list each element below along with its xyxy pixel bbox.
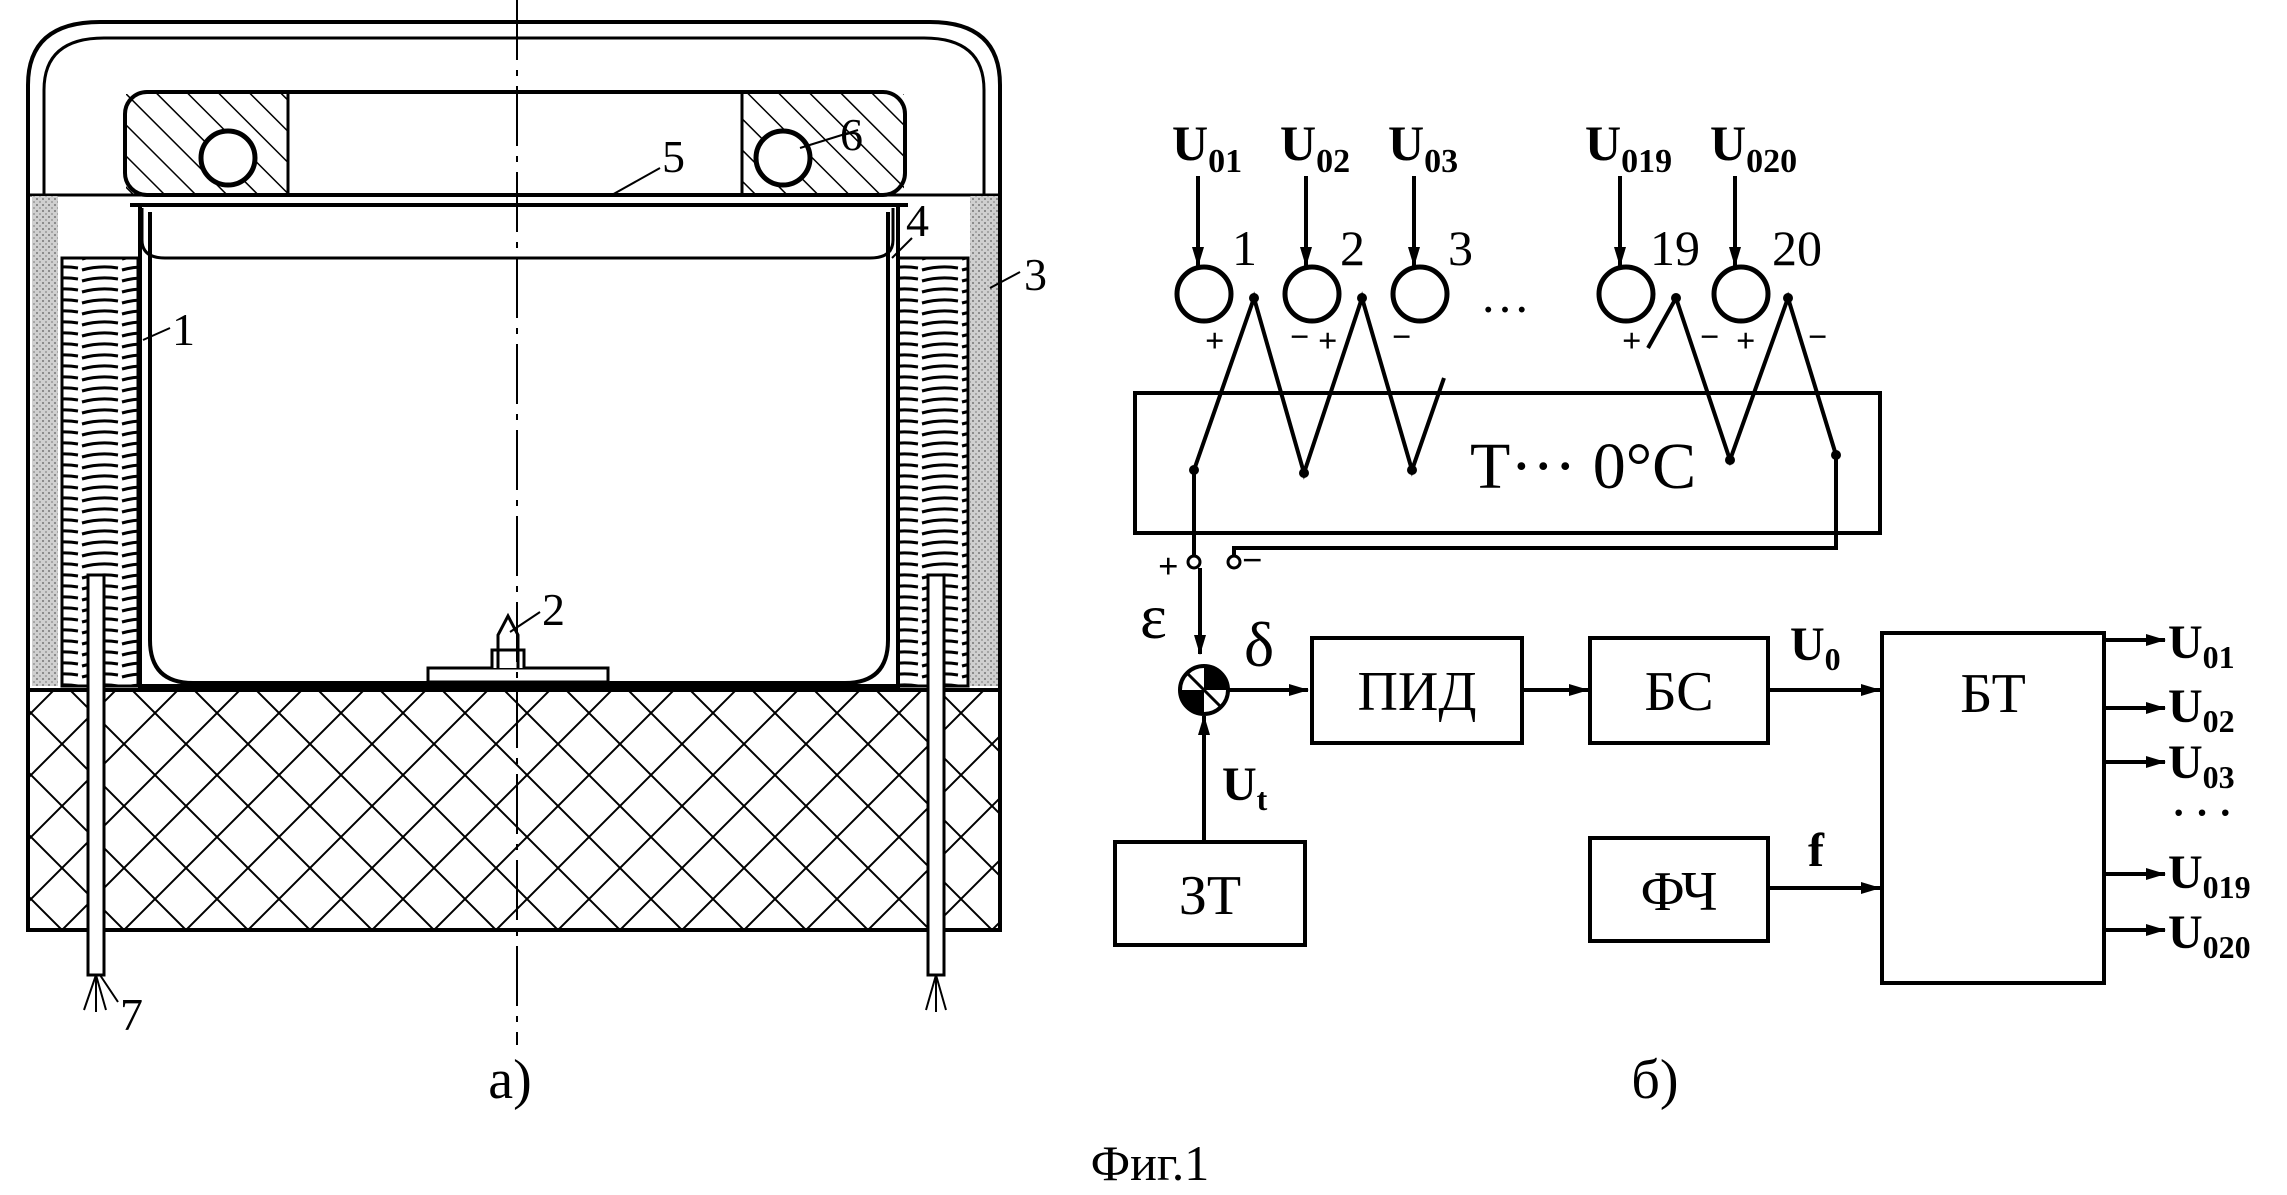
thermocouple-20: [1714, 267, 1768, 321]
f-label: f: [1808, 824, 1825, 877]
label-5: 5: [662, 131, 685, 182]
bs-block-label: БС: [1644, 661, 1713, 723]
lead-tube-left: [88, 575, 104, 975]
zt-block-label: ЗТ: [1179, 865, 1241, 927]
polarity-sign: −: [1392, 319, 1411, 356]
input-voltage: U03: [1388, 115, 1458, 180]
label-6: 6: [840, 109, 863, 160]
input-voltage: U02: [1280, 115, 1350, 180]
ut-label: Ut: [1222, 758, 1268, 817]
output-voltage: U02: [2168, 680, 2235, 739]
polarity-sign: +: [1622, 323, 1641, 360]
part-b-block-diagram: U01 U02 U03 U019 U020 1 2 3 19 20 … + − …: [1115, 115, 2251, 1111]
polarity-sign: −: [1290, 319, 1309, 356]
thermocouple-number: 2: [1340, 220, 1365, 276]
sub-caption-a: а): [488, 1049, 532, 1111]
base-block: [28, 690, 1000, 930]
u0-label: U0: [1790, 618, 1841, 677]
polarity-sign: +: [1318, 323, 1337, 360]
label-7: 7: [120, 989, 143, 1040]
output-voltage-labels: U01 U02 U03 · · · U019 U020: [2168, 616, 2251, 965]
terminal-plus: +: [1158, 546, 1179, 586]
label-2: 2: [542, 584, 565, 635]
terminal-minus: −: [1242, 540, 1263, 580]
output-voltage: U03: [2168, 736, 2235, 795]
thermocouple-number: 19: [1650, 220, 1700, 276]
label-3: 3: [1024, 249, 1047, 300]
insulation-left: [32, 196, 58, 686]
part-a-cross-section: 1 2 3 4 5 6 7 а): [28, 0, 1047, 1111]
thermocouple-number: 3: [1448, 220, 1473, 276]
label-4: 4: [906, 195, 929, 246]
output-voltage: U019: [2168, 846, 2251, 905]
pid-block-label: ПИД: [1357, 661, 1476, 723]
bt-block-label: БТ: [1960, 663, 2026, 725]
insulation-right: [970, 196, 998, 686]
thermocouple-1: [1177, 267, 1231, 321]
thermocouple-number: 20: [1772, 220, 1822, 276]
output-voltage: U01: [2168, 616, 2235, 675]
figure-caption: Фиг.1: [1091, 1135, 1210, 1191]
output-voltage: U020: [2168, 906, 2251, 965]
summator: [1180, 666, 1228, 714]
polarity-sign: −: [1808, 319, 1827, 356]
seal-ring-left: [201, 131, 255, 185]
thermocouple-number: 1: [1232, 220, 1257, 276]
seal-ring-right: [756, 131, 810, 185]
bath-temperature-label: T··· 0°C: [1470, 430, 1696, 503]
input-voltage: U019: [1585, 115, 1672, 180]
thermocouple-19: [1599, 267, 1653, 321]
sub-caption-b: б): [1631, 1049, 1678, 1111]
epsilon-label: ε: [1140, 581, 1167, 652]
input-voltage-labels: U01 U02 U03 U019 U020: [1172, 115, 1797, 180]
thermocouple-ellipsis: …: [1480, 267, 1530, 323]
polarity-sign: +: [1736, 323, 1755, 360]
delta-label: δ: [1244, 609, 1274, 680]
label-1: 1: [172, 304, 195, 355]
polarity-sign: +: [1205, 323, 1224, 360]
output-ellipsis: · · ·: [2172, 790, 2232, 835]
input-voltage: U01: [1172, 115, 1242, 180]
input-voltage: U020: [1710, 115, 1797, 180]
fch-block-label: ФЧ: [1640, 861, 1717, 923]
thermal-cup: [150, 212, 888, 683]
lead-tube-right: [928, 575, 944, 975]
thermocouple-2: [1285, 267, 1339, 321]
thermocouple-3: [1393, 267, 1447, 321]
polarity-sign: −: [1700, 319, 1719, 356]
